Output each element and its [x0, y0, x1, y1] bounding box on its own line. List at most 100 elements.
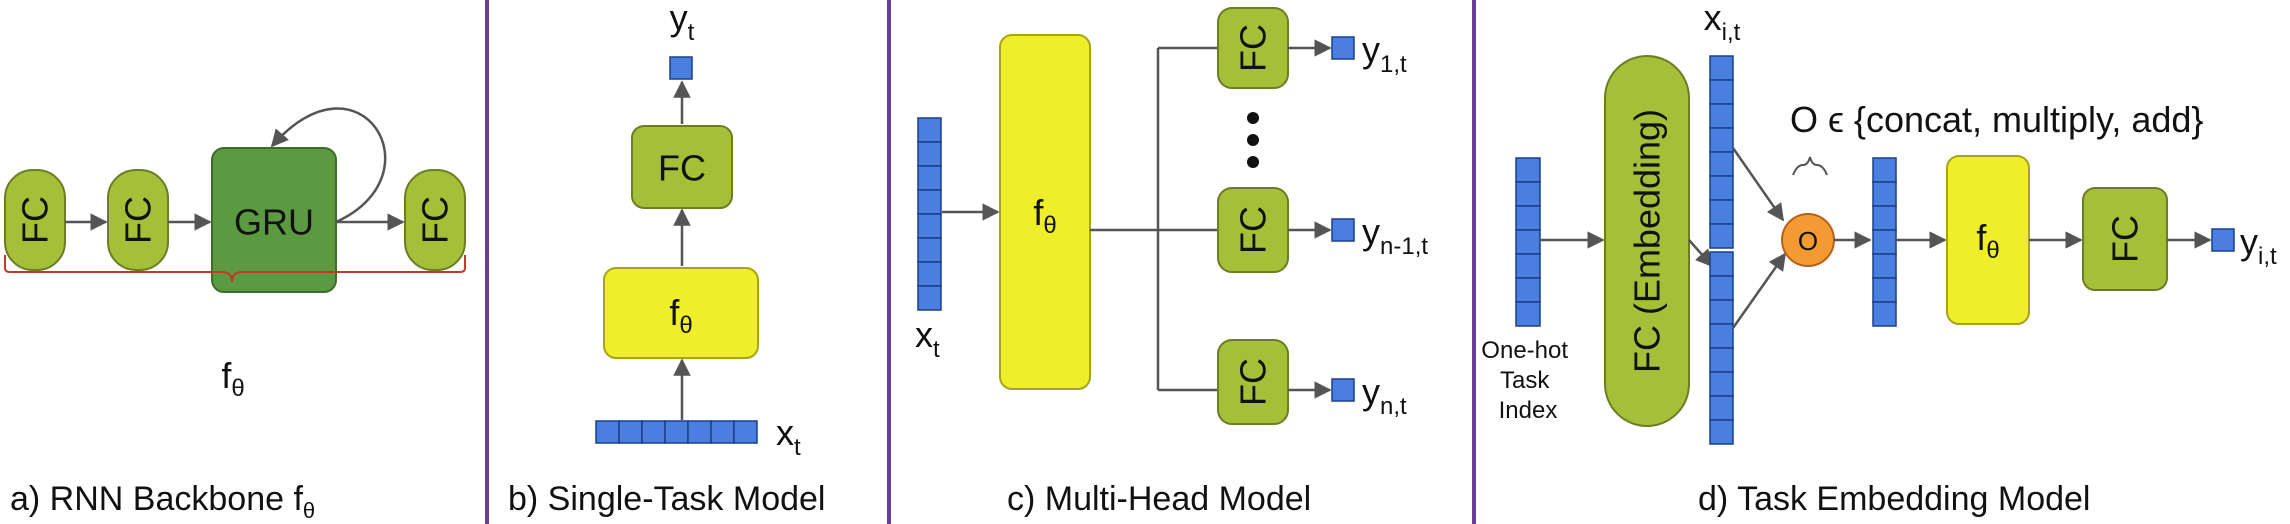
vector-cell [917, 189, 942, 215]
onehot-label: One-hot Task Index [1481, 337, 1574, 424]
panel-b: yt FC fθ xt b) Single-Task Model [508, 0, 825, 518]
output-vector-d [2211, 228, 2235, 252]
vector-cell [917, 213, 942, 239]
vector-cell [917, 141, 942, 167]
vector-cell [1872, 205, 1897, 231]
op-set-label: O ϵ {concat, multiply, add} [1790, 99, 2203, 140]
vector-cell [1709, 127, 1734, 153]
vector-cell [1709, 175, 1734, 201]
vector-cell [1515, 277, 1541, 303]
fc-box-b-label: FC [658, 148, 706, 189]
fc-box-3-label: FC [415, 196, 456, 244]
panel-a: FC FC GRU FC fθ a) RNN Backbone fθ [4, 107, 466, 523]
fc-box-2-label: FC [118, 196, 159, 244]
panel-d-output-label: yi,t [2240, 221, 2277, 270]
ellipsis-dot-1 [1247, 112, 1259, 124]
vector-cell [1709, 275, 1734, 301]
vector-cell [595, 420, 620, 444]
vector-cell [1872, 301, 1897, 327]
vector-cell [1709, 323, 1734, 349]
panel-d: One-hot Task Index FC (Embedding) xi,t O… [1481, 0, 2277, 518]
vector-cell [1709, 103, 1734, 129]
vector-cell [1709, 251, 1734, 277]
vector-cell [1709, 395, 1734, 421]
vector-cell [917, 117, 942, 143]
gru-label: GRU [234, 202, 314, 243]
vector-cell [1515, 157, 1541, 183]
arrow-d2 [1688, 239, 1714, 268]
panel-b-caption: b) Single-Task Model [508, 480, 825, 518]
ellipsis-dot-2 [1247, 134, 1259, 146]
arrow-d4 [1731, 252, 1787, 329]
vector-cell [1515, 205, 1541, 231]
panel-b-input-label: xt [776, 412, 801, 461]
vector-cell [1709, 347, 1734, 373]
head-2-label: yn-1,t [1362, 211, 1428, 260]
gru-box [211, 147, 337, 293]
op-circle-label: O [1798, 226, 1818, 256]
panel-c-caption: c) Multi-Head Model [1007, 480, 1311, 518]
recurrent-arrow [270, 107, 387, 224]
panel-c-input-label: xt [915, 314, 940, 363]
vector-cell [917, 165, 942, 191]
input-vector-b [595, 420, 758, 444]
vector-cell [664, 420, 689, 444]
vector-cell [917, 261, 942, 287]
input-vector-c [917, 117, 942, 311]
embedding-label: FC (Embedding) [1627, 109, 1668, 373]
vector-cell [1872, 229, 1897, 255]
head-3-output-vector [1331, 378, 1355, 402]
fc-box-3 [404, 169, 466, 271]
vector-cell [1515, 181, 1541, 207]
fc-box-1 [4, 169, 66, 271]
fc-head-3 [1217, 339, 1289, 425]
ftheta-box-c [999, 34, 1091, 390]
ellipsis-dot-3 [1247, 156, 1259, 168]
fc-head-3-label: FC [1233, 358, 1274, 406]
vector-cell [1709, 55, 1734, 81]
panel-d-caption: d) Task Embedding Model [1698, 480, 2090, 518]
fc-box-1-label: FC [15, 196, 56, 244]
vector-cell [1515, 253, 1541, 279]
fc-box-2 [107, 169, 169, 271]
vector-cell [1709, 199, 1734, 225]
output-vector [669, 56, 693, 80]
vector-cell [1872, 253, 1897, 279]
vector-cell [917, 237, 942, 263]
head-1-output-vector [1331, 36, 1355, 60]
panel-c: xt fθ FC y1,t FC yn-1,t FC yn,t c) Multi… [915, 7, 1428, 518]
panel-a-caption: a) RNN Backbone fθ [10, 480, 315, 523]
vector-cell [917, 285, 942, 311]
input-vector-d [1709, 55, 1734, 249]
vector-cell [1709, 371, 1734, 397]
ftheta-box-d-label: fθ [1976, 217, 1999, 264]
head-1-label: y1,t [1362, 29, 1407, 78]
arrow-d3 [1731, 147, 1785, 222]
onehot-vector [1515, 157, 1541, 327]
vector-cell [1709, 151, 1734, 177]
head-2-output-vector [1331, 218, 1355, 242]
op-brace [1792, 156, 1828, 176]
vector-cell [1709, 223, 1734, 249]
vector-cell [1709, 299, 1734, 325]
ftheta-box-c-label: fθ [1033, 192, 1056, 239]
brace-a [4, 255, 466, 283]
ftheta-box-b [603, 267, 759, 359]
panel-a-ftheta: fθ [221, 355, 244, 402]
vector-cell [1515, 301, 1541, 327]
fc-box-b [631, 125, 733, 209]
fc-head-1-label: FC [1233, 24, 1274, 72]
vector-cell [1709, 419, 1734, 445]
vector-cell [710, 420, 735, 444]
combined-vector [1872, 157, 1897, 327]
vector-cell [618, 420, 643, 444]
head-3-label: yn,t [1362, 371, 1407, 420]
panel-d-input-label: xi,t [1704, 0, 1741, 46]
fc-head-2-label: FC [1233, 206, 1274, 254]
vector-cell [641, 420, 666, 444]
ftheta-box-b-label: fθ [669, 292, 692, 339]
vector-cell [1709, 79, 1734, 105]
vector-cell [1515, 229, 1541, 255]
vector-cell [1872, 277, 1897, 303]
